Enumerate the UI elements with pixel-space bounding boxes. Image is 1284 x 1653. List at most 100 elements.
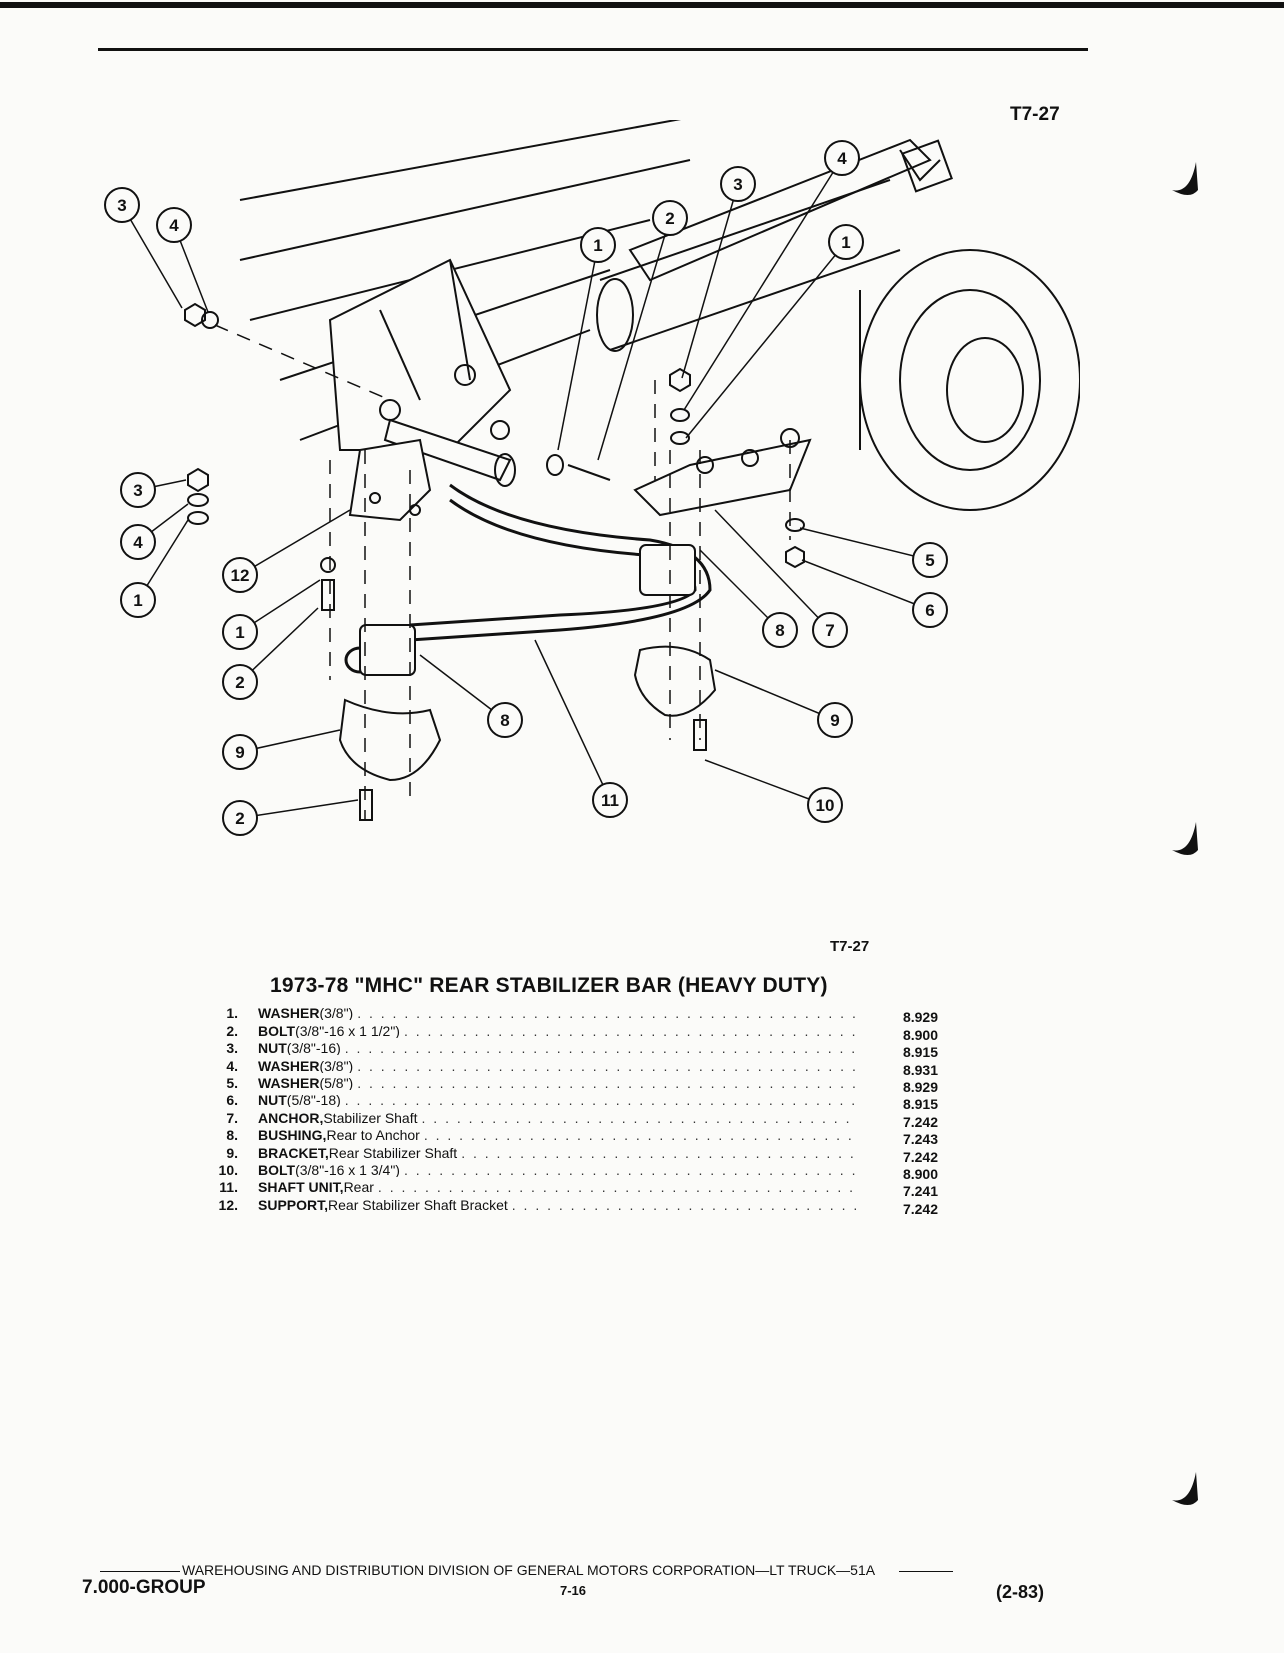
part-number: 3. (226, 1040, 238, 1057)
part-number: 1. (226, 1005, 238, 1022)
callout-circle (222, 734, 258, 770)
part-ref: 7.243 (902, 1131, 938, 1148)
header-rule (98, 48, 1088, 51)
part-description: SHAFT UNIT, Rear (258, 1180, 858, 1194)
part-number: 8. (226, 1127, 238, 1144)
callout-label: 12 (231, 566, 250, 585)
part-name: BUSHING, (258, 1128, 327, 1143)
callout-label: 8 (775, 621, 784, 640)
part-description: BUSHING, Rear to Anchor (258, 1128, 858, 1142)
brake-drum (859, 249, 1080, 511)
callout-circle (817, 702, 853, 738)
parts-row: 6.NUT (5/8"-18)8.915 (170, 1090, 970, 1111)
callout-label: 8 (500, 711, 509, 730)
leader-dots (400, 1163, 858, 1177)
parts-row: 8. BUSHING, Rear to Anchor 7.243 (170, 1125, 970, 1146)
callout-circle (828, 224, 864, 260)
fasteners (184, 302, 805, 821)
part-ref: 8.915 (902, 1044, 938, 1061)
leader-dots (400, 1024, 858, 1038)
callout-label: 3 (733, 175, 742, 194)
part-number: 2. (226, 1022, 238, 1039)
callout-label: 3 (133, 481, 142, 500)
callout-label: 4 (837, 149, 847, 168)
footer-page-number: 7-16 (560, 1583, 587, 1598)
part-name: SUPPORT, (258, 1197, 329, 1212)
parts-list-title: 1973-78 "MHC" REAR STABILIZER BAR (HEAVY… (270, 974, 828, 997)
callout-label: 9 (830, 711, 839, 730)
part-spec: Rear (343, 1180, 374, 1195)
callout-circle (222, 664, 258, 700)
part-description: BOLT (3/8"-16 x 1 1/2") (258, 1024, 858, 1038)
leader-dots (374, 1180, 858, 1194)
part-ref: 7.242 (902, 1148, 938, 1165)
callout-label: 9 (235, 743, 244, 762)
footer-division: WAREHOUSING AND DISTRIBUTION DIVISION OF… (182, 1562, 876, 1578)
part-name: WASHER (258, 1006, 320, 1021)
part-description: ANCHOR, Stabilizer Shaft (258, 1111, 858, 1125)
callout-label: 6 (925, 601, 934, 620)
u-brackets (338, 645, 717, 782)
part-spec: Rear Stabilizer Shaft Bracket (328, 1197, 508, 1212)
callout-circle (807, 787, 843, 823)
callout-circle (120, 524, 156, 560)
part-description: WASHER (5/8") (258, 1076, 858, 1090)
part-ref: 8.931 (902, 1061, 938, 1078)
callout-label: 2 (235, 809, 244, 828)
callout-circle (652, 200, 688, 236)
callout-circle (592, 782, 628, 818)
callout-circle (156, 207, 192, 243)
callout-label: 10 (816, 796, 835, 815)
figure-code-top: T7-27 (1010, 104, 1060, 125)
leader-dots (418, 1111, 858, 1125)
part-spec: (5/8") (319, 1075, 354, 1090)
part-name: BRACKET, (258, 1145, 329, 1160)
callout-circle (120, 582, 156, 618)
leader-dots (341, 1041, 858, 1055)
part-ref: 8.929 (902, 1078, 938, 1095)
part-description: WASHER (3/8") (258, 1006, 858, 1020)
part-name: NUT (258, 1041, 287, 1056)
part-ref: 8.915 (902, 1096, 938, 1113)
leader-dots (353, 1059, 858, 1073)
part-spec: (3/8") (319, 1058, 354, 1073)
parts-row: 10.BOLT (3/8"-16 x 1 3/4")8.900 (170, 1160, 970, 1181)
hanger-bracket (328, 258, 512, 451)
part-name: WASHER (258, 1058, 320, 1073)
part-number: 7. (226, 1109, 238, 1126)
part-name: ANCHOR, (258, 1110, 324, 1125)
leader-dots (341, 1093, 858, 1107)
part-ref: 8.900 (902, 1026, 938, 1043)
parts-row: 11.SHAFT UNIT, Rear7.241 (170, 1177, 970, 1198)
part-name: NUT (258, 1093, 287, 1108)
footer-dash-left (100, 1570, 180, 1572)
part-description: NUT (5/8"-18) (258, 1093, 858, 1107)
parts-row: 3. NUT (3/8"-16) 8.915 (170, 1038, 970, 1059)
callout-circle (812, 612, 848, 648)
support-bracket (348, 438, 432, 522)
parts-row: 1.WASHER (3/8")8.929 (170, 1003, 970, 1024)
leader-dots (457, 1146, 858, 1160)
part-spec: (5/8"-18) (286, 1093, 341, 1108)
leader-dots (420, 1128, 858, 1142)
callout-circle (912, 542, 948, 578)
callout-label: 1 (841, 233, 850, 252)
part-ref: 7.242 (902, 1200, 938, 1217)
part-description: SUPPORT, Rear Stabilizer Shaft Bracket (258, 1198, 858, 1212)
part-name: WASHER (258, 1075, 320, 1090)
callout-circle (912, 592, 948, 628)
parts-row: 5.WASHER (5/8")8.929 (170, 1073, 970, 1094)
part-description: BRACKET, Rear Stabilizer Shaft (258, 1146, 858, 1160)
part-spec: Rear to Anchor (326, 1128, 420, 1143)
part-description: NUT (3/8"-16) (258, 1041, 858, 1055)
part-spec: (3/8") (319, 1006, 354, 1021)
callout-circle (720, 166, 756, 202)
callout-circle (104, 187, 140, 223)
top-border-rule (0, 2, 1284, 8)
footer-division-line: WAREHOUSING AND DISTRIBUTION DIVISION OF… (100, 1562, 954, 1578)
callout-label: 1 (235, 623, 244, 642)
callout-label: 5 (925, 551, 934, 570)
part-number: 4. (226, 1057, 238, 1074)
parts-row: 9.BRACKET, Rear Stabilizer Shaft7.242 (170, 1142, 970, 1164)
bushings (359, 544, 696, 676)
